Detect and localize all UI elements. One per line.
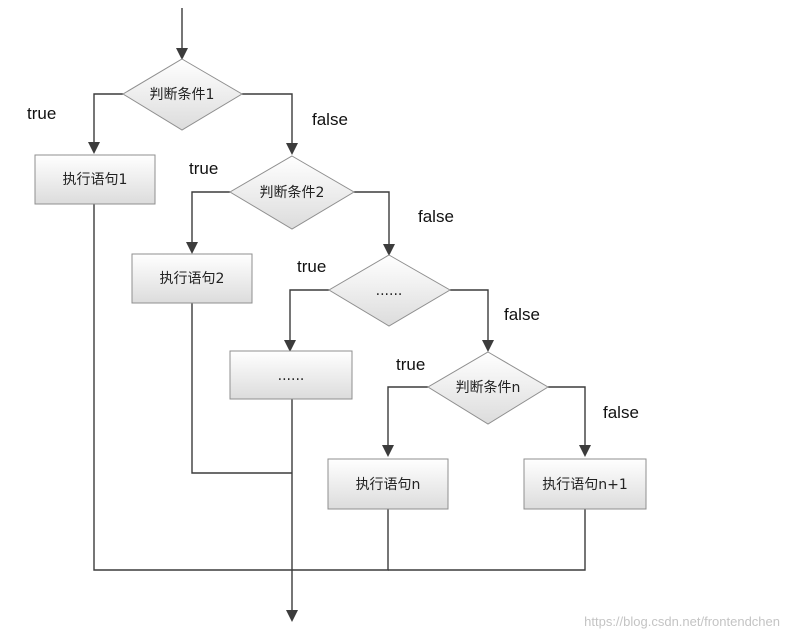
statement-label: ...... (278, 368, 305, 384)
edge-condn-false (548, 386, 591, 457)
branch-labels: true false true false true false true fa… (27, 104, 639, 422)
edge-stmt1-exit (93, 204, 292, 571)
statement-stmt2: 执行语句2 (131, 253, 253, 304)
decision-label: 判断条件n (456, 379, 521, 396)
decision-label: ...... (376, 283, 403, 299)
decision-label: 判断条件1 (150, 86, 215, 103)
connectors (88, 8, 591, 622)
branch-label-true: true (189, 159, 218, 178)
edge-cond3-false (450, 289, 494, 352)
statement-label: 执行语句1 (63, 172, 128, 188)
statement-box (327, 458, 449, 510)
branch-label-false: false (504, 305, 540, 324)
statement-box (34, 154, 156, 205)
branch-label-true: true (27, 104, 56, 123)
decision-diamond (328, 254, 451, 327)
statement-label: 执行语句2 (160, 271, 225, 287)
statement-box (523, 458, 647, 510)
statement-stmtn: 执行语句n (327, 458, 449, 510)
statement-stmtn1: 执行语句n+1 (523, 458, 647, 510)
branch-label-true: true (396, 355, 425, 374)
branch-label-false: false (418, 207, 454, 226)
edge-condn-true (382, 386, 428, 457)
statement-box (131, 253, 253, 304)
edge-stmtn1-exit (388, 509, 586, 571)
edge-stmt2-exit (191, 303, 292, 474)
decision-cond2: 判断条件2 (229, 155, 355, 230)
edge-cond2-true (186, 191, 230, 254)
branch-label-true: true (297, 257, 326, 276)
decision-diamond (427, 351, 549, 425)
watermark: https://blog.csdn.net/frontendchen (584, 614, 780, 629)
decision-diamond (229, 155, 355, 230)
edge-cond1-true (88, 93, 123, 154)
statement-box (229, 350, 353, 400)
branch-label-false: false (312, 110, 348, 129)
statement-label: 执行语句n+1 (542, 477, 628, 493)
decision-diamond (122, 58, 243, 131)
edge-cond1-false (242, 93, 298, 155)
branch-label-false: false (603, 403, 639, 422)
decision-cond3: ...... (328, 254, 451, 327)
statement-label: 执行语句n (356, 477, 421, 493)
decision-cond1: 判断条件1 (122, 58, 243, 131)
statement-stmt1: 执行语句1 (34, 154, 156, 205)
edge-cond3-true (284, 289, 329, 352)
decision-condn: 判断条件n (427, 351, 549, 425)
statement-stmt3: ...... (229, 350, 353, 400)
edge-stmtn-exit (292, 509, 389, 571)
edge-cond2-false (354, 191, 395, 256)
decision-label: 判断条件2 (260, 184, 325, 201)
